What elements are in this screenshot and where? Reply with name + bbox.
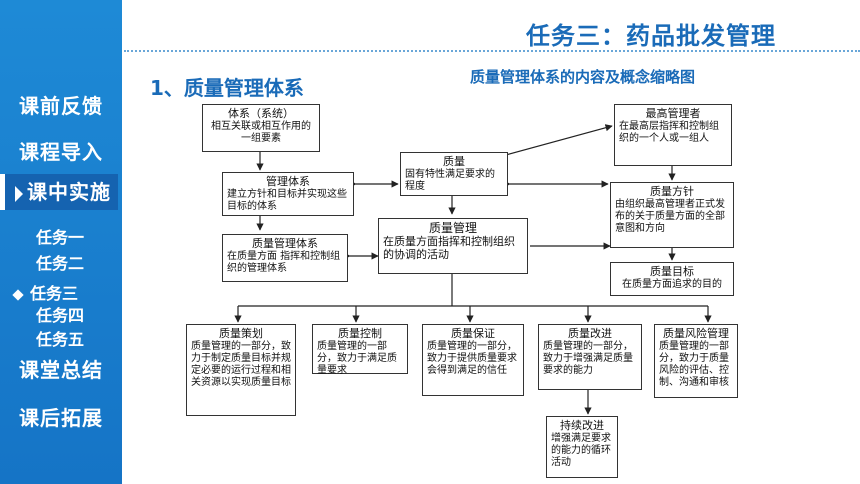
- box-top-management: 最高管理者 在最高层指挥和控制组织的一个人或一组人: [614, 104, 732, 166]
- box-desc: 质量管理的一部分，致力于提供质量要求会得到满足的信任: [427, 341, 517, 376]
- box-qms: 质量管理体系 在质量方面 指挥和控制组织的管理体系: [222, 234, 348, 282]
- box-quality-control: 质量控制 质量管理的一部分，致力于满足质量要求: [312, 324, 408, 376]
- box-desc: 相互关联或相互作用的一组要素: [211, 121, 311, 144]
- box-quality-objective: 质量目标 在质量方面追求的目的: [610, 262, 734, 296]
- sidebar-item-course-intro[interactable]: 课程导入: [19, 140, 103, 164]
- box-title: 质量管理: [428, 221, 477, 235]
- box-title: 质量: [443, 155, 465, 168]
- box-desc: 质量管理的一部分，致力于增强满足质量要求的能力: [543, 341, 633, 376]
- box-quality: 质量 固有特性满足要求的程度: [400, 152, 508, 196]
- box-title: 质量策划: [219, 327, 263, 340]
- active-arrow-icon: [15, 185, 23, 202]
- section-title: 1、质量管理体系: [150, 76, 304, 100]
- box-desc: 固有特性满足要求的程度: [405, 169, 495, 192]
- box-system: 体系（系统） 相互关联或相互作用的一组要素: [202, 104, 320, 152]
- divider: [124, 50, 860, 52]
- box-desc: 质量管理的一部分，致力于质量风险的评估、控制、沟通和审核: [659, 341, 729, 388]
- sidebar-item-pre-feedback[interactable]: 课前反馈: [19, 94, 103, 118]
- box-desc: 质量管理的一部分，致力于满足质量要求: [317, 341, 397, 376]
- sidebar-subitem-label: 任务三: [30, 284, 79, 303]
- box-title: 质量保证: [451, 327, 495, 340]
- sidebar-subitem-task5[interactable]: 任务五: [36, 330, 85, 349]
- box-title: 质量改进: [568, 327, 612, 340]
- box-desc: 质量管理的一部分，致力于制定质量目标并规定必要的运行过程和相关资源以实现质量目标: [191, 341, 291, 388]
- box-desc: 在质量方面追求的目的: [622, 279, 722, 290]
- box-title: 质量风险管理: [663, 327, 729, 340]
- sidebar-subitem-task4[interactable]: 任务四: [36, 306, 85, 325]
- box-desc: 在最高层指挥和控制组织的一个人或一组人: [619, 121, 719, 144]
- box-desc: 建立方针和目标并实现这些目标的体系: [227, 189, 347, 212]
- box-management-system: 管理体系 建立方针和目标并实现这些目标的体系: [222, 172, 354, 216]
- box-title: 质量控制: [338, 327, 382, 340]
- box-title: 体系（系统）: [228, 107, 294, 120]
- box-quality-improvement: 质量改进 质量管理的一部分，致力于增强满足质量要求的能力: [538, 324, 642, 390]
- sidebar-item-in-class[interactable]: 课中实施: [0, 174, 118, 210]
- sidebar-subitem-task3[interactable]: 任务三: [12, 280, 79, 304]
- sidebar-item-label: 课中实施: [27, 180, 111, 204]
- box-quality-management: 质量管理 在质量方面指挥和控制组织的协调的活动: [378, 218, 528, 274]
- sidebar-item-extension[interactable]: 课后拓展: [19, 406, 103, 430]
- sidebar-subitem-task2[interactable]: 任务二: [36, 254, 85, 273]
- box-title: 质量目标: [650, 265, 694, 278]
- box-quality-assurance: 质量保证 质量管理的一部分，致力于提供质量要求会得到满足的信任: [422, 324, 524, 396]
- diagram-caption: 质量管理体系的内容及概念缩略图: [470, 68, 696, 86]
- qms-concept-diagram: 体系（系统） 相互关联或相互作用的一组要素 管理体系 建立方针和目标并实现这些目…: [180, 96, 740, 480]
- sidebar-nav: 课前反馈 课程导入 课中实施 任务一 任务二 任务三 任务四 任务五 课堂总结 …: [0, 0, 122, 484]
- connector-lines: [234, 124, 712, 415]
- box-quality-planning: 质量策划 质量管理的一部分，致力于制定质量目标并规定必要的运行过程和相关资源以实…: [186, 324, 296, 416]
- box-desc: 在质量方面 指挥和控制组织的管理体系: [227, 251, 341, 274]
- box-quality-risk-management: 质量风险管理 质量管理的一部分，致力于质量风险的评估、控制、沟通和审核: [654, 324, 738, 398]
- box-title: 最高管理者: [645, 107, 701, 120]
- box-desc: 在质量方面指挥和控制组织的协调的活动: [383, 235, 515, 261]
- box-continual-improvement: 持续改进 增强满足要求的能力的循环活动: [546, 416, 618, 478]
- box-quality-policy: 质量方针 由组织最高管理者正式发布的关于质量方面的全部意图和方向: [610, 182, 734, 248]
- box-desc: 由组织最高管理者正式发布的关于质量方面的全部意图和方向: [615, 199, 725, 234]
- page-title: 任务三：药品批发管理: [526, 22, 776, 50]
- box-title: 管理体系: [266, 175, 310, 188]
- box-title: 质量管理体系: [252, 237, 318, 250]
- box-title: 质量方针: [650, 185, 694, 198]
- box-title: 持续改进: [560, 419, 604, 432]
- box-desc: 增强满足要求的能力的循环活动: [551, 433, 611, 468]
- sidebar-item-summary[interactable]: 课堂总结: [19, 358, 103, 382]
- diamond-bullet-icon: [12, 288, 24, 301]
- sidebar-subitem-task1[interactable]: 任务一: [36, 228, 85, 247]
